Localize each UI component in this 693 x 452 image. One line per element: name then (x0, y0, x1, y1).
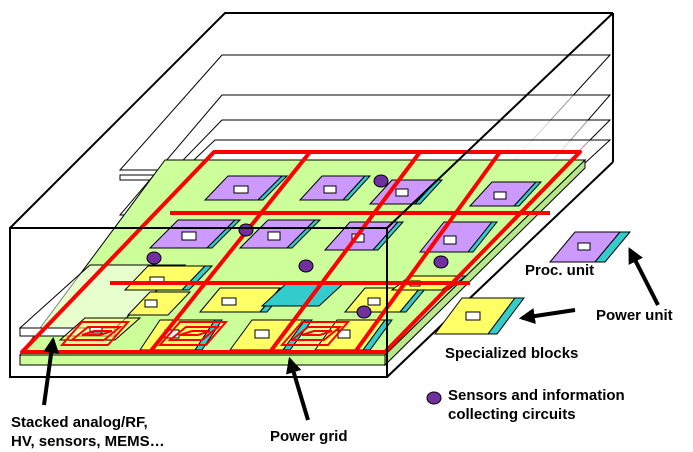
outer-box-back (9, 12, 613, 229)
label-stacked-line2: HV, sensors, MEMS… (11, 433, 165, 450)
legend-sensor-icon (426, 391, 442, 405)
legend-proc-unit-icon (548, 231, 632, 263)
arrow-power-grid (286, 356, 310, 421)
label-proc-unit: Proc. unit (525, 262, 595, 279)
outer-box-front (9, 12, 614, 378)
label-specialized-blocks: Specialized blocks (445, 345, 579, 362)
arrow-power-unit (518, 308, 576, 324)
arrow-proc-unit (628, 247, 660, 306)
label-sensors-line2: collecting circuits (448, 406, 576, 423)
label-power-unit: Power unit (596, 307, 673, 324)
power-grid (20, 150, 582, 354)
label-sensors-line1: Sensors and information (448, 387, 625, 404)
arrows (42, 247, 660, 421)
arrow-stacked-analog (42, 336, 60, 406)
label-power-grid: Power grid (270, 428, 348, 445)
spiral-inductors (59, 321, 351, 346)
label-stacked-line1: Stacked analog/RF, (11, 414, 148, 431)
legend-specialized-block-icon (434, 297, 525, 335)
